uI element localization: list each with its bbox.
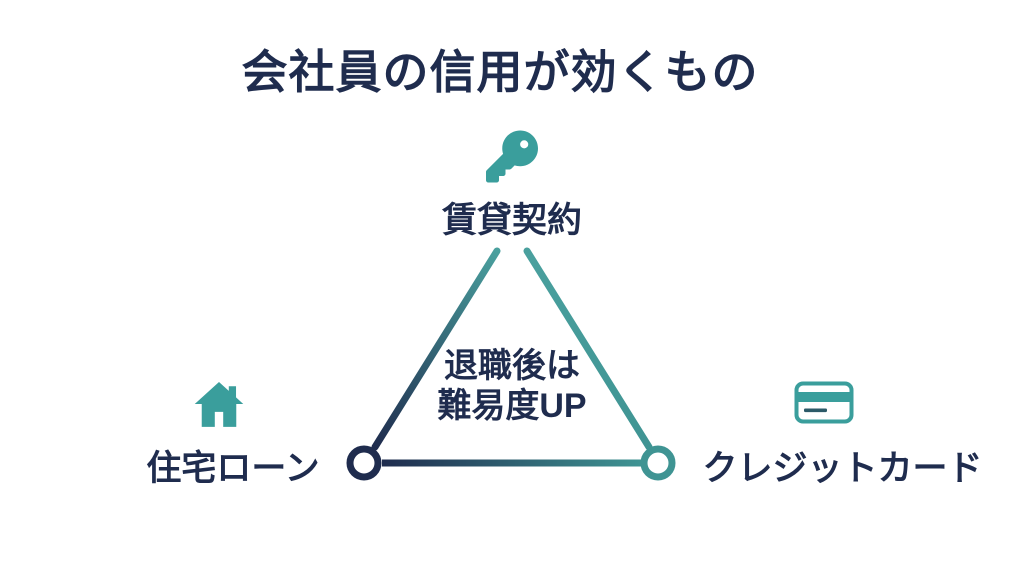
vertex-circle-right — [640, 445, 676, 481]
node-label-rental-contract: 賃貸契約 — [441, 201, 582, 240]
center-note: 退職後は 難易度UP — [0, 346, 1024, 426]
vertex-circle-left — [346, 445, 382, 481]
house-icon — [191, 375, 247, 432]
slide-title: 会社員の信用が効くもの — [241, 46, 759, 98]
key-icon — [486, 130, 538, 183]
center-note-line1: 退職後は — [444, 347, 580, 385]
credit-card-icon — [794, 381, 854, 424]
node-label-credit-card: クレジットカード — [702, 449, 983, 488]
center-note-line2: 難易度UP — [437, 387, 587, 425]
triangle-right-edge — [523, 247, 653, 451]
triangle-left-edge — [371, 247, 501, 451]
node-label-housing-loan: 住宅ローン — [146, 449, 320, 488]
